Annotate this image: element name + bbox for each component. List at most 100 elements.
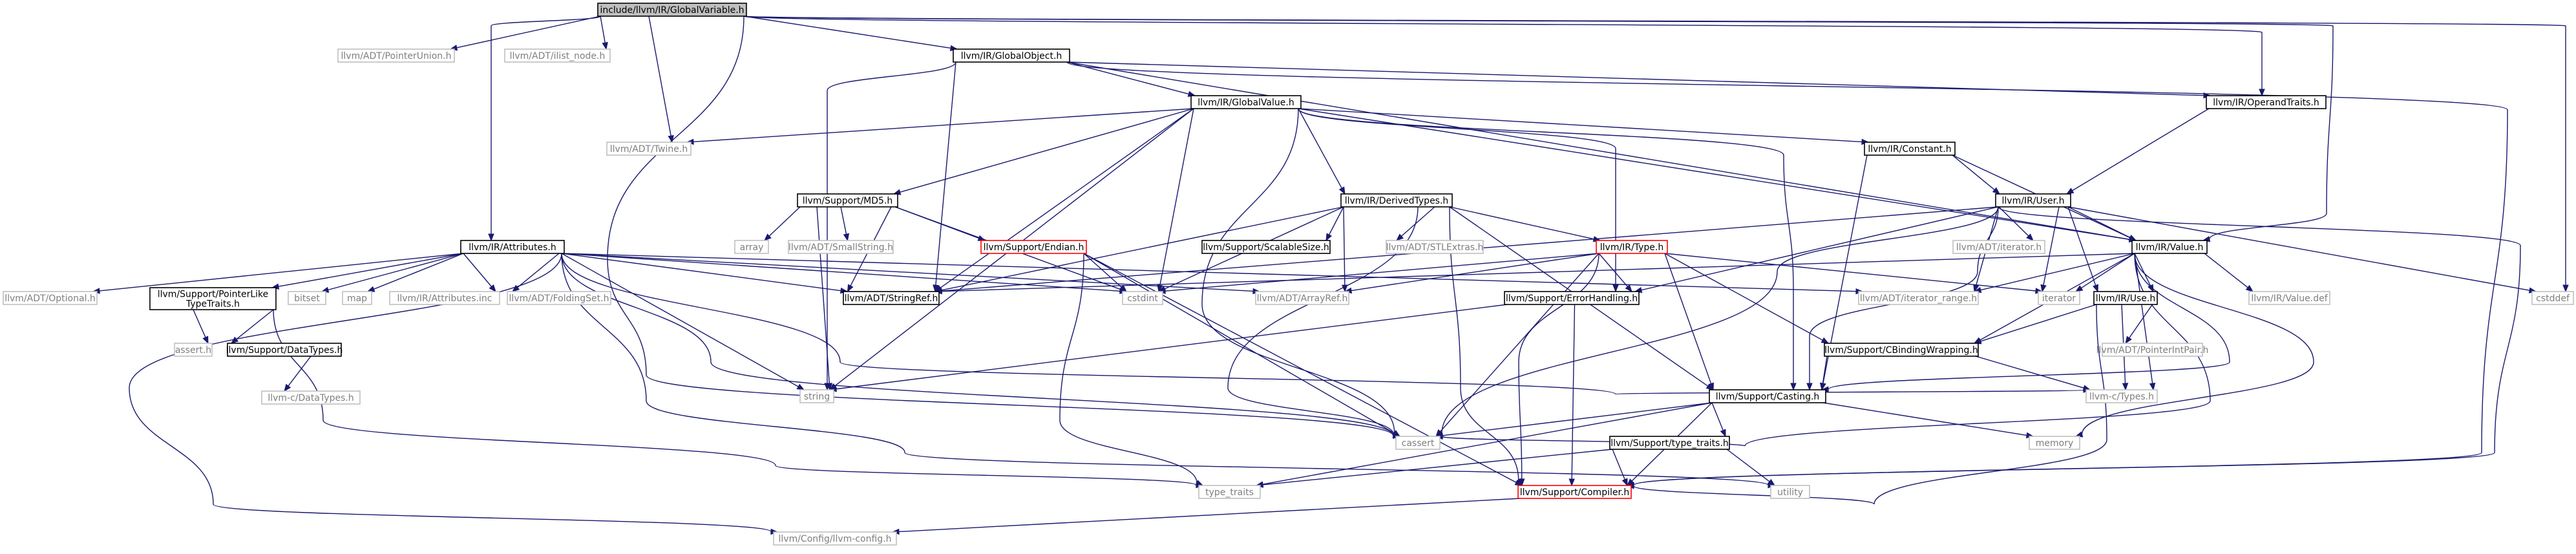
edge-arrowhead <box>1395 233 1404 241</box>
edge-line <box>2043 206 2060 286</box>
edge-line <box>1298 108 2130 240</box>
edge-arrowhead <box>796 383 805 390</box>
edge-line <box>648 16 671 136</box>
node-typetraitsh[interactable]: llvm/Support/type_traits.h <box>1609 436 1730 450</box>
node-gobj[interactable]: llvm/IR/GlobalObject.h <box>953 48 1070 63</box>
edge-arrowhead <box>2075 285 2084 292</box>
edge-line <box>463 253 492 287</box>
edge-type-to-cstdint <box>1157 253 1599 294</box>
node-cdatatypes: llvm-c/DataTypes.h <box>261 390 361 405</box>
edge-line <box>898 498 1521 533</box>
node-bitset: bitset <box>288 291 326 305</box>
edge-line <box>1066 61 2508 486</box>
edge-attrs-to-ctypes <box>561 253 2091 395</box>
node-label: llvm/ADT/PointerUnion.h <box>341 51 452 61</box>
node-user[interactable]: llvm/IR/User.h <box>1995 193 2071 208</box>
node-box <box>1824 343 1979 357</box>
edge-arrowhead <box>602 41 608 50</box>
edge-arrowhead <box>284 383 291 392</box>
edge-arrowhead <box>2093 284 2098 293</box>
node-type[interactable]: llvm/IR/Type.h <box>1596 240 1668 254</box>
node-datatypes[interactable]: llvm/Support/DataTypes.h <box>226 343 343 357</box>
edge-md5-to-smallstr <box>840 206 850 242</box>
edge-line <box>1083 253 1517 483</box>
node-scal[interactable]: llvm/Support/ScalableSize.h <box>1201 240 1331 254</box>
node-dtypes[interactable]: llvm/IR/DerivedTypes.h <box>1340 193 1453 208</box>
edge-root-to-cstddef <box>743 16 2569 293</box>
node-cbw[interactable]: llvm/Support/CBindingWrapping.h <box>1824 343 1979 357</box>
edge-line <box>1262 449 1613 485</box>
edge-line <box>2204 253 2248 288</box>
edge-arrowhead <box>933 284 939 293</box>
edge-gval-to-value <box>1298 108 2137 243</box>
edge-arrowhead <box>2562 284 2569 293</box>
node-label: llvm/IR/Constant.h <box>1868 144 1951 154</box>
edge-type-to-arrayref <box>1344 253 1599 294</box>
node-use[interactable]: llvm/IR/Use.h <box>2093 291 2158 305</box>
edge-dtypes-to-arrayref <box>1342 206 1348 293</box>
node-box <box>773 531 897 546</box>
node-box <box>2531 291 2574 305</box>
edge-arrowhead <box>488 233 494 242</box>
edge-attrs-to-plt <box>271 253 464 290</box>
edge-arrowhead <box>511 284 520 292</box>
edge-line <box>1298 108 1342 189</box>
edge-line <box>561 253 2084 395</box>
edge-line <box>288 356 311 387</box>
node-label: llvm/ADT/ilist_node.h <box>510 51 606 61</box>
edge-arrowhead <box>1325 233 1333 242</box>
node-label: llvm/ADT/ArrayRef.h <box>1257 293 1348 304</box>
node-attrinc: llvm/IR/Attributes.inc <box>389 291 500 305</box>
node-label: assert.h <box>175 345 211 356</box>
node-value[interactable]: llvm/IR/Value.h <box>2131 240 2208 254</box>
node-box <box>1995 193 2071 208</box>
node-stringref[interactable]: llvm/ADT/StringRef.h <box>843 291 940 305</box>
edge-line <box>1201 108 1395 433</box>
node-md5[interactable]: llvm/Support/MD5.h <box>797 193 898 208</box>
node-label: llvm/Support/DataTypes.h <box>226 345 343 356</box>
node-casting[interactable]: llvm/Support/Casting.h <box>1709 389 1826 403</box>
node-endian[interactable]: llvm/Support/Endian.h <box>980 240 1087 254</box>
node-constant[interactable]: llvm/IR/Constant.h <box>1864 142 1956 156</box>
node-label: llvm/IR/Value.h <box>2136 242 2204 253</box>
edge-line <box>2081 253 2314 435</box>
edge-type-to-compiler <box>1518 253 1599 487</box>
node-root[interactable]: include/llvm/IR/GlobalVariable.h <box>597 3 747 17</box>
node-box <box>1255 291 1349 305</box>
node-label: iterator <box>2042 293 2076 304</box>
edge-endian-to-cassert <box>1083 253 1401 437</box>
edge-line <box>940 108 1194 288</box>
edge-value-to-iterator <box>2075 253 2135 292</box>
node-gval[interactable]: llvm/IR/GlobalValue.h <box>1190 95 1302 109</box>
node-pip: llvm/ADT/PointerIntPair.h <box>2096 343 2208 357</box>
edge-line <box>900 108 1194 193</box>
edge-arrowhead <box>1821 337 1830 344</box>
edge-arrowhead <box>2148 284 2154 293</box>
node-box <box>1609 436 1730 450</box>
edge-user-to-adtiter <box>1998 206 2034 241</box>
node-box <box>2102 343 2203 357</box>
node-label: llvm-c/DataTypes.h <box>268 393 354 403</box>
node-box <box>799 389 834 403</box>
node-config: llvm/Config/llvm-config.h <box>773 531 897 546</box>
edge-plt-to-datatypes <box>230 309 274 344</box>
edge-line <box>1298 108 1794 383</box>
node-label: utility <box>1777 487 1803 498</box>
edge-arrowhead <box>1720 429 1726 438</box>
node-typetraits: type_traits <box>1198 485 1261 499</box>
edge-arrowhead <box>1806 383 1813 391</box>
edge-plt-to-asserth <box>193 309 209 345</box>
node-optr[interactable]: llvm/IR/OperandTraits.h <box>2206 95 2327 109</box>
node-ilist: llvm/ADT/ilist_node.h <box>504 48 611 63</box>
edge-line <box>129 253 772 533</box>
node-box <box>288 291 326 305</box>
node-attrs[interactable]: llvm/IR/Attributes.h <box>460 240 565 254</box>
edge-arrowhead <box>1992 187 2001 195</box>
edge-cbw-to-casting <box>1819 356 1828 391</box>
edge-gobj-to-gval <box>1066 61 1196 97</box>
node-compiler[interactable]: llvm/Support/Compiler.h <box>1517 485 1632 499</box>
edge-line <box>561 253 1769 486</box>
node-errh[interactable]: llvm/Support/ErrorHandling.h <box>1504 291 1640 305</box>
